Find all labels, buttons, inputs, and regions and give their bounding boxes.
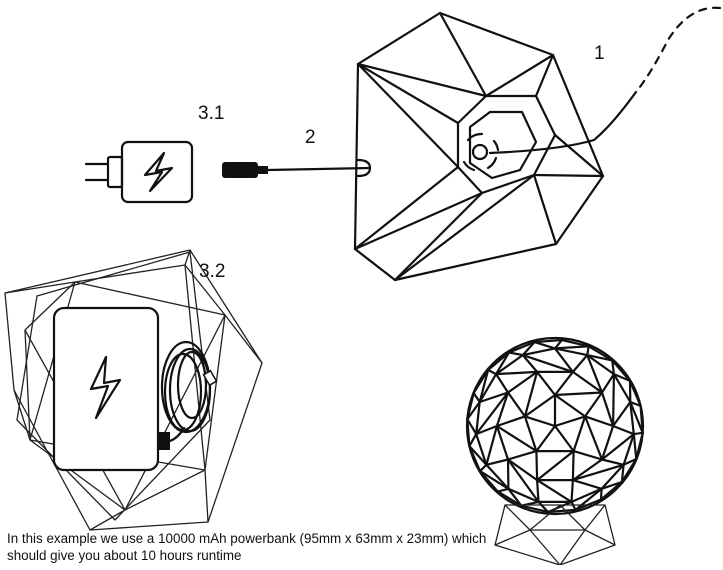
sphere-facet-edge	[536, 451, 537, 480]
sphere-facet-edge	[555, 416, 585, 426]
sphere-facet-edge	[572, 480, 573, 502]
sphere-facet-edge	[555, 372, 573, 395]
sphere-facet-edge	[537, 480, 571, 502]
sphere-facet-edge	[587, 346, 589, 355]
sphere-facet-edge	[602, 460, 624, 465]
sphere-facet-edge	[496, 372, 537, 374]
label-cable-1: 1	[594, 44, 605, 64]
cable-1	[490, 8, 720, 153]
sphere-facet-edge	[572, 502, 576, 510]
sphere-facet-edge	[613, 426, 634, 434]
sphere-facet-edge	[536, 426, 555, 451]
sphere-facet-edge	[613, 402, 630, 426]
sphere-facet-edge	[508, 393, 525, 417]
sphere-facet-edge	[508, 451, 536, 459]
sphere-facet-edge	[574, 451, 602, 459]
sphere-facet-edge	[509, 353, 523, 356]
lamp-base-powerbank	[5, 250, 262, 530]
sphere-facet-edge	[634, 433, 643, 434]
assembled-lamp	[467, 338, 643, 514]
sphere-facet-edge	[574, 416, 586, 451]
sphere-facet-edge	[573, 480, 602, 489]
sphere-facet-edge	[555, 395, 585, 416]
sphere-facet-edge	[525, 416, 555, 426]
label-cable-2: 2	[305, 128, 316, 148]
cable-2	[222, 162, 370, 178]
lightning-bolt-icon	[145, 153, 172, 191]
sphere-facet-edge	[498, 489, 509, 492]
sphere-facet-edge	[497, 416, 525, 426]
sphere-facet-edge	[555, 426, 574, 451]
sphere-facet-edge	[508, 460, 537, 481]
sphere-facet-edge	[537, 372, 555, 395]
sphere-facet-edge	[602, 393, 613, 427]
sphere-facet-edge	[469, 446, 480, 471]
sphere-facet-edge	[469, 434, 476, 446]
sphere-facet-edge	[602, 374, 614, 392]
sphere-facet-edge	[573, 355, 587, 372]
powerbank-icon	[54, 308, 170, 470]
sphere-facet-edge	[555, 346, 589, 348]
sphere-facet-edge	[486, 460, 508, 465]
sphere-facet-edge	[634, 434, 637, 459]
usb-plug-icon	[222, 162, 258, 178]
sphere-facet-edge	[496, 374, 508, 392]
sphere-facet-edge	[613, 374, 614, 426]
sphere-facet-edge	[585, 416, 602, 459]
sphere-facet-edge	[573, 460, 602, 481]
sphere-facet-edge	[497, 393, 508, 427]
label-option-charger: 3.1	[198, 104, 224, 124]
sphere-facet-edge	[585, 393, 602, 417]
cable-coil-icon	[162, 342, 216, 441]
label-option-powerbank: 3.2	[199, 262, 225, 282]
wall-charger-icon	[86, 142, 192, 202]
sphere-facet-edge	[488, 370, 496, 374]
sphere-facet-edge	[535, 342, 556, 348]
sphere-facet-edge	[537, 451, 574, 480]
sphere-facet-edge	[480, 465, 486, 471]
sphere-facet-edge	[555, 393, 602, 396]
sphere-facet-edge	[486, 426, 497, 465]
caption-text: In this example we use a 10000 mAh power…	[7, 530, 527, 564]
sphere-facet-edge	[474, 393, 480, 402]
sphere-facet-edge	[573, 451, 574, 480]
